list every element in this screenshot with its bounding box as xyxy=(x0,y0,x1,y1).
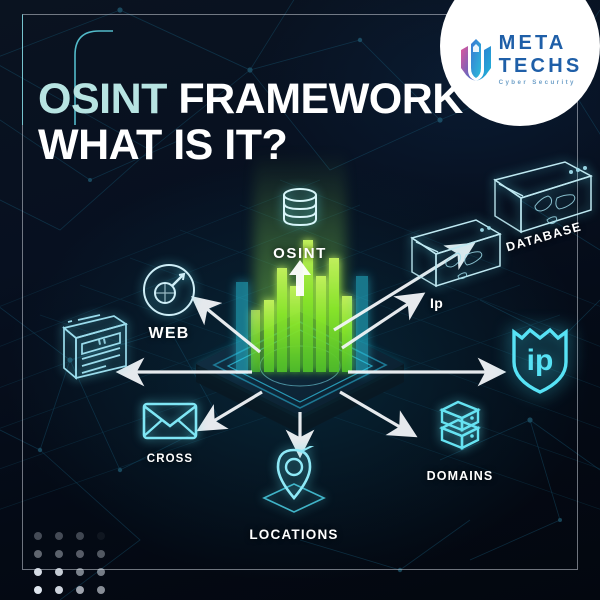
dot xyxy=(55,568,63,576)
node-ip[interactable]: Ip xyxy=(400,218,512,311)
dot xyxy=(55,586,63,594)
shield-ip-text: ip xyxy=(527,344,554,377)
logo-line-1: META xyxy=(498,32,567,55)
headline: OSINT FRAMEWORK WHAT IS IT? xyxy=(38,75,558,169)
logo-line-2: TECHS xyxy=(498,55,583,78)
map-pin-icon xyxy=(262,443,326,513)
dot xyxy=(55,550,63,558)
node-ip-shield[interactable]: ip xyxy=(504,318,576,403)
dot xyxy=(76,550,84,558)
headline-line-2: WHAT IS IT? xyxy=(38,120,288,169)
up-arrow-icon xyxy=(289,260,311,296)
node-locations-label: LOCATIONS xyxy=(249,527,339,542)
dot xyxy=(34,586,42,594)
dot xyxy=(34,550,42,558)
node-document[interactable] xyxy=(56,314,132,391)
logo-tagline: Cyber Security xyxy=(498,79,576,87)
dot xyxy=(34,532,42,540)
shield-ip-icon: ip xyxy=(512,327,568,394)
dot xyxy=(76,586,84,594)
node-osint[interactable]: OSINT xyxy=(252,186,348,296)
browser-world-map-icon xyxy=(410,219,502,288)
dot-grid xyxy=(34,532,118,600)
node-database[interactable]: DATABASE xyxy=(484,158,600,259)
web-search-circle-icon xyxy=(143,264,195,316)
dot xyxy=(76,568,84,576)
node-domains[interactable]: DOMAINS xyxy=(408,398,512,483)
node-cross-label: CROSS xyxy=(146,453,194,465)
browser-world-map-icon xyxy=(493,161,593,234)
node-osint-label: OSINT xyxy=(273,245,327,262)
brand-logo-badge[interactable]: META TECHS Cyber Security xyxy=(440,0,600,126)
node-locations[interactable]: LOCATIONS xyxy=(232,443,356,542)
dot xyxy=(55,532,63,540)
meta-techs-mark-icon xyxy=(460,38,491,81)
headline-highlight: OSINT xyxy=(38,75,167,123)
dot xyxy=(97,532,105,540)
node-ip-label: Ip xyxy=(430,295,444,311)
database-stack-icon xyxy=(283,188,317,227)
dot xyxy=(97,568,105,576)
envelope-icon xyxy=(142,402,198,440)
node-domains-label: DOMAINS xyxy=(426,469,494,483)
node-web-label: WEB xyxy=(148,325,190,342)
dot xyxy=(97,586,105,594)
browser-document-icon xyxy=(62,314,129,380)
dot xyxy=(97,550,105,558)
headline-rest: FRAMEWORK xyxy=(166,75,463,123)
server-stack-icon xyxy=(439,400,481,450)
node-cross[interactable]: CROSS xyxy=(122,398,218,465)
headline-line-1: OSINT FRAMEWORK xyxy=(38,75,558,123)
dot xyxy=(76,532,84,540)
dot xyxy=(34,568,42,576)
node-web[interactable]: WEB xyxy=(124,262,214,343)
